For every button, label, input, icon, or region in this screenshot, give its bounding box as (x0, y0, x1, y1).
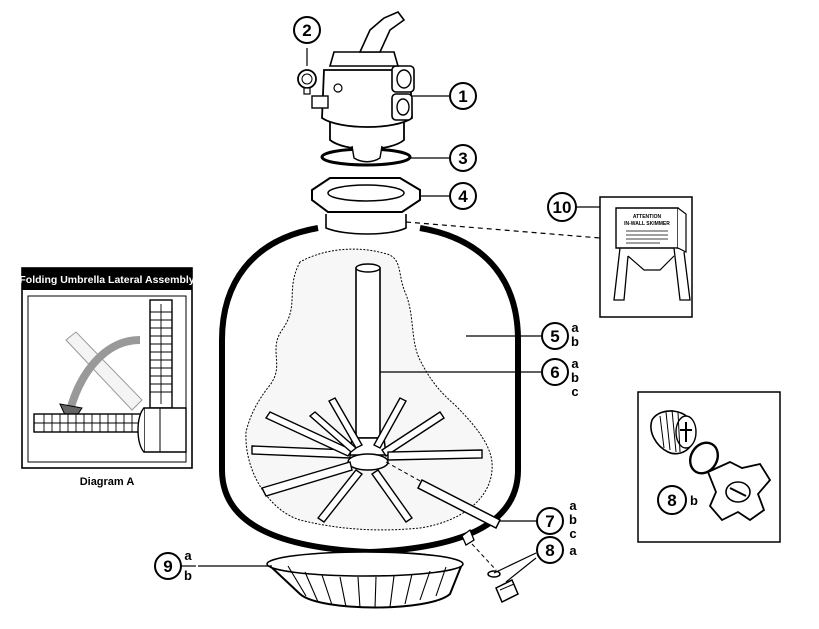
callout-5-number: 5 (550, 327, 559, 346)
callout-6-number: 6 (550, 363, 559, 382)
filter-base (266, 551, 464, 609)
callout-8a-sub: a (569, 543, 577, 558)
callout-6-sub-b: b (571, 370, 579, 385)
callout-9-sub-b: b (184, 568, 192, 583)
drain-cap (471, 543, 519, 604)
callout-6: 6 a b c (541, 356, 579, 399)
callout-7-sub-b: b (569, 512, 577, 527)
callout-3-number: 3 (458, 149, 467, 168)
callout-5-sub-a: a (571, 320, 579, 335)
callout-7-number: 7 (545, 512, 554, 531)
drain-parts-box: 8 b (637, 391, 781, 543)
callout-3: 3 (449, 144, 477, 172)
leader-lines (198, 48, 601, 583)
inset-lateral-ghost (65, 331, 143, 411)
callout-4: 4 (449, 182, 477, 210)
warning-sign-box: ATTENTION IN-WALL SKIMMER (599, 196, 693, 318)
callout-8a: 8 a (536, 536, 577, 564)
callout-1-number: 1 (458, 87, 467, 106)
callout-7: 7 a b c (536, 498, 577, 541)
callout-1: 1 (449, 82, 477, 110)
callout-5: 5 a b (541, 320, 579, 350)
callout-2-number: 2 (302, 21, 311, 40)
pressure-gauge (297, 69, 317, 95)
inset-title-bar (22, 268, 192, 290)
multiport-valve (311, 11, 415, 163)
drain-o-ring (688, 441, 720, 475)
inset-swing-arrow (66, 336, 141, 412)
callout-6-sub-c: c (571, 384, 578, 399)
callout-9-sub-a: a (184, 548, 192, 563)
callout-7-sub-a: a (569, 498, 577, 513)
callout-6-sub-a: a (571, 356, 579, 371)
drain-cap-knob (706, 461, 772, 522)
inset-diagram-a: Folding Umbrella Lateral Assembly (19, 267, 195, 488)
callout-10-number: 10 (553, 198, 572, 217)
closure-ring (311, 177, 421, 235)
drain-plug-threaded (650, 409, 697, 455)
callout-8b-number: 8 (667, 491, 676, 510)
callout-10: 10 (547, 192, 600, 222)
drain-tube (385, 461, 502, 546)
callout-2: 2 (293, 16, 321, 44)
callout-8a-number: 8 (545, 541, 554, 560)
callout-8b-sub: b (690, 493, 698, 508)
callout-5-sub-b: b (571, 334, 579, 349)
standpipe-lateral-assembly (251, 263, 483, 523)
inset-title: Folding Umbrella Lateral Assembly (19, 274, 194, 286)
callout-9-number: 9 (163, 557, 172, 576)
inset-hub (143, 407, 187, 453)
callout-7-sub-c: c (569, 526, 576, 541)
callout-9: 9 a b (154, 548, 196, 583)
inset-caption: Diagram A (80, 476, 135, 488)
callout-4-number: 4 (458, 187, 468, 206)
sign-line-1: ATTENTION (633, 214, 662, 220)
sign-line-2: IN-WALL SKIMMER (624, 221, 670, 227)
